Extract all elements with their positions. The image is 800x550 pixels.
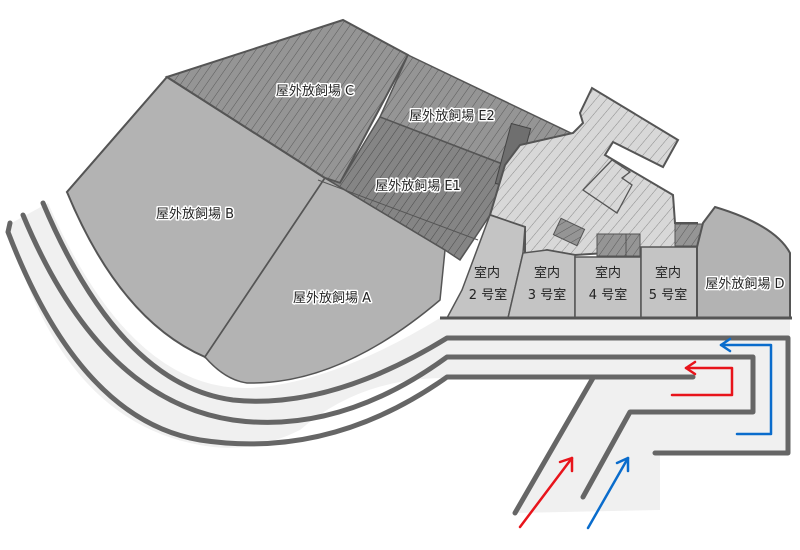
route-arrow-blue-return [719,337,773,436]
label-room-2-line1: 室内 [474,265,500,281]
label-enclosure-e1: 屋外放飼場 E1 [375,179,461,194]
room-5 [640,246,698,319]
route-arrow-red-entrance [518,456,574,529]
label-room-3-line1: 室内 [534,265,560,281]
label-room-4-line1: 室内 [595,265,621,281]
label-enclosure-d: 屋外放飼場 D [705,277,784,292]
label-room-5-line2: 5 号室 [649,287,687,303]
label-enclosure-e2: 屋外放飼場 E2 [409,109,495,124]
route-arrow-blue-entrance [586,456,630,530]
label-room-5-line1: 室内 [655,265,681,281]
walkway-walls [5,200,791,516]
enclosure-a [204,176,446,384]
label-room-2-line2: 2 号室 [469,287,507,303]
label-enclosure-a: 屋外放飼場 A [293,291,371,306]
route-arrow-red-return [670,360,734,397]
label-room-3-line2: 3 号室 [528,287,566,303]
label-enclosure-c: 屋外放飼場 C [276,84,354,99]
walkway-area [8,203,790,513]
label-room-4-line2: 4 号室 [589,287,627,303]
enclosure-c [164,18,410,185]
label-enclosure-b: 屋外放飼場 B [156,207,234,222]
enclosure-d [696,205,791,319]
